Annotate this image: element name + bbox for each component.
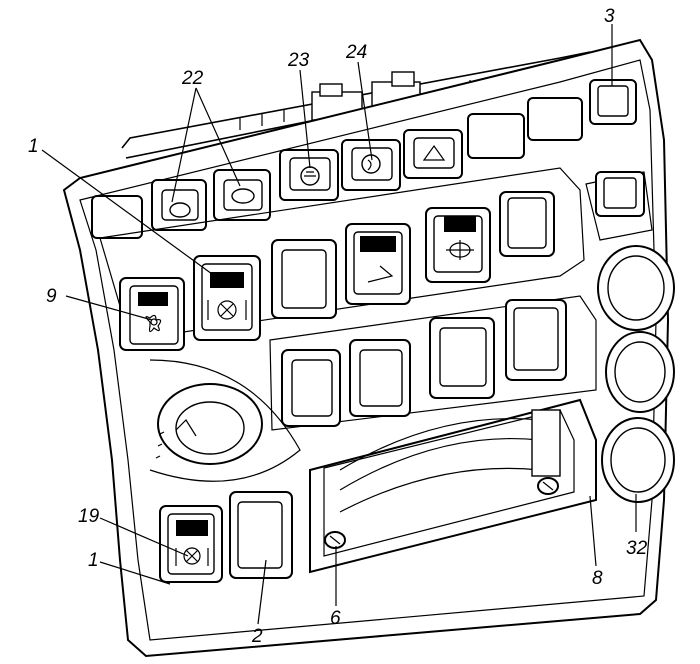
callout-3: 3 [604, 6, 615, 27]
callout-labels: 1 22 23 24 3 9 19 1 2 6 8 32 [28, 6, 648, 647]
leader-lines [41, 24, 637, 625]
lower-row-switches [269, 295, 597, 431]
callout-1-bottom: 1 [88, 550, 99, 571]
callout-22: 22 [181, 68, 204, 89]
middle-row-switches [119, 171, 653, 351]
callout-2: 2 [251, 626, 263, 647]
callout-32: 32 [626, 538, 648, 559]
callout-1-top: 1 [28, 136, 39, 157]
knob-cavity [149, 359, 301, 482]
gauge-holes [597, 245, 675, 503]
top-row-switches [91, 79, 637, 239]
callout-19: 19 [78, 506, 100, 527]
callout-24: 24 [345, 42, 367, 63]
bottom-left-switches [159, 491, 293, 583]
callout-6: 6 [330, 608, 341, 629]
callout-23: 23 [287, 50, 310, 71]
callout-8: 8 [592, 568, 603, 589]
callout-9: 9 [46, 286, 57, 307]
center-vent [309, 398, 597, 574]
